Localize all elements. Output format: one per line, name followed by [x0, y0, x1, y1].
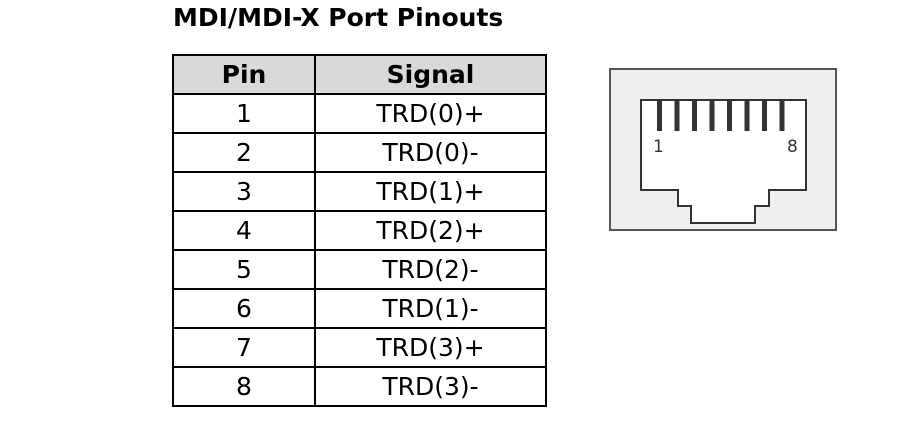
signal-cell: TRD(3)- — [314, 366, 547, 407]
pin-1-label: 1 — [653, 137, 664, 157]
contact-pin-4 — [709, 101, 715, 131]
table-row: 1 TRD(0)+ — [172, 93, 547, 134]
table-row: 2 TRD(0)- — [172, 132, 547, 173]
page-title: MDI/MDI-X Port Pinouts — [173, 3, 504, 32]
pin-cell: 1 — [172, 93, 316, 134]
signal-cell: TRD(3)+ — [314, 327, 547, 368]
contact-pin-1 — [657, 101, 662, 131]
pin-cell: 6 — [172, 288, 316, 329]
pinout-table: Pin Signal 1 TRD(0)+ 2 TRD(0)- 3 TRD(1)+… — [172, 54, 547, 407]
rj45-port-icon: 1 8 — [640, 99, 807, 224]
pin-cell: 5 — [172, 249, 316, 290]
header-pin: Pin — [172, 54, 316, 95]
table-row: 7 TRD(3)+ — [172, 327, 547, 368]
header-signal: Signal — [314, 54, 547, 95]
contact-pin-2 — [674, 101, 680, 131]
signal-cell: TRD(0)- — [314, 132, 547, 173]
contact-pin-3 — [692, 101, 697, 131]
pin-cell: 4 — [172, 210, 316, 251]
signal-cell: TRD(0)+ — [314, 93, 547, 134]
signal-cell: TRD(1)- — [314, 288, 547, 329]
contact-pin-5 — [727, 101, 732, 131]
contact-pin-6 — [744, 101, 750, 131]
signal-cell: TRD(2)+ — [314, 210, 547, 251]
pin-cell: 8 — [172, 366, 316, 407]
pin-cell: 3 — [172, 171, 316, 212]
contact-pin-8 — [779, 101, 785, 131]
table-row: 3 TRD(1)+ — [172, 171, 547, 212]
pin-8-label: 8 — [787, 137, 798, 157]
signal-cell: TRD(2)- — [314, 249, 547, 290]
signal-cell: TRD(1)+ — [314, 171, 547, 212]
pin-cell: 2 — [172, 132, 316, 173]
table-row: 8 TRD(3)- — [172, 366, 547, 407]
table-row: 6 TRD(1)- — [172, 288, 547, 329]
pin-cell: 7 — [172, 327, 316, 368]
table-header-row: Pin Signal — [172, 54, 547, 95]
table-row: 4 TRD(2)+ — [172, 210, 547, 251]
table-row: 5 TRD(2)- — [172, 249, 547, 290]
contact-pins — [657, 101, 785, 131]
rj45-port-diagram: 1 8 — [609, 68, 837, 231]
contact-pin-7 — [762, 101, 767, 131]
